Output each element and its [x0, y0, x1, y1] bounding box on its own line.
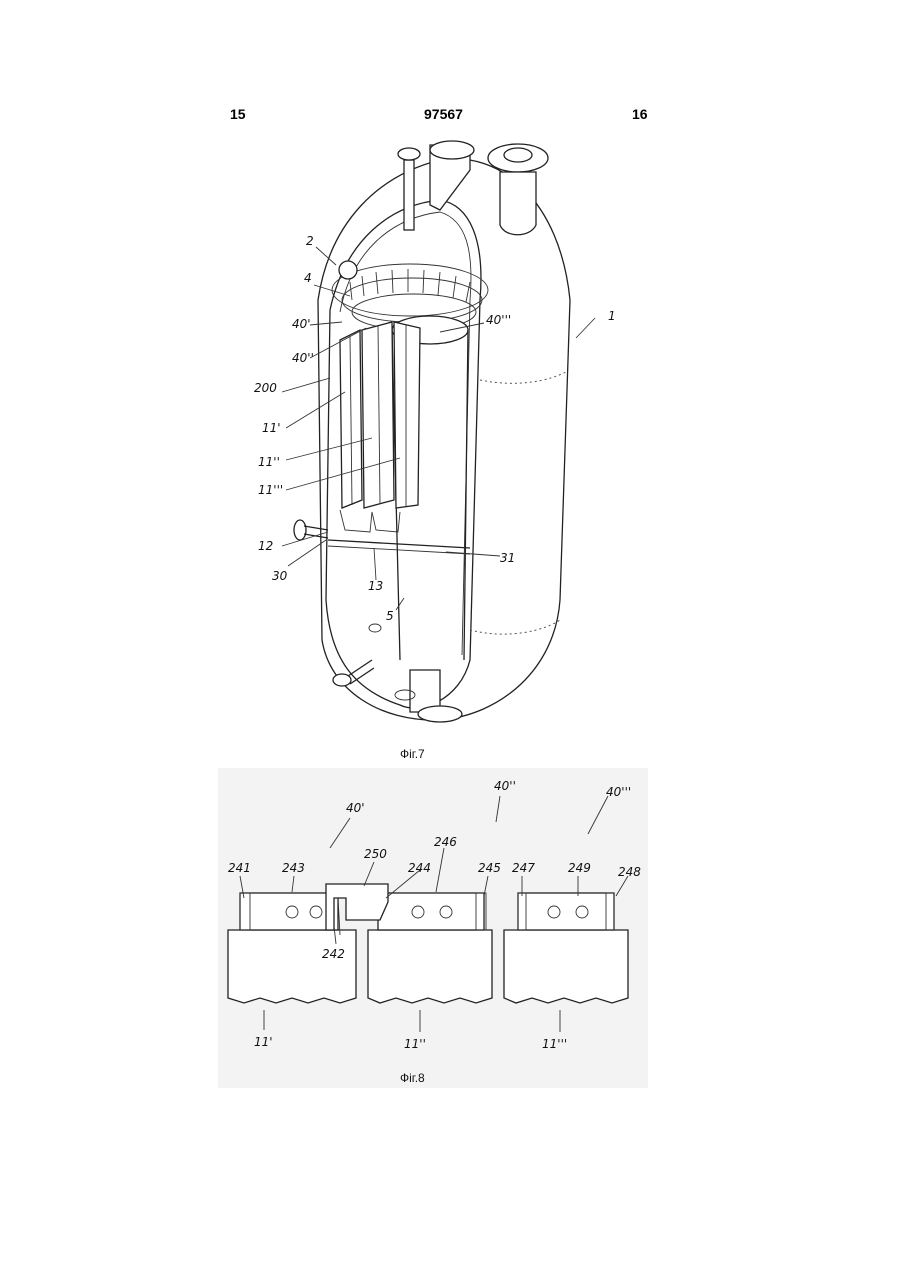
fig7-label-30: 30 [272, 569, 288, 583]
fig8-label-246: 246 [434, 835, 457, 849]
fig8-label-40-prime: 40' [346, 801, 365, 815]
fig8-label-243: 243 [282, 861, 305, 875]
fig7-label-40-double-prime: 40'' [292, 351, 314, 365]
fig8-label-241: 241 [228, 861, 251, 875]
fig7-label-11-prime: 11' [262, 421, 281, 435]
module-block-2 [368, 930, 492, 1003]
plate-246 [378, 893, 484, 930]
figure-7-caption: Фіг.7 [400, 747, 425, 761]
fig7-label-11-triple-prime: 11''' [258, 483, 283, 497]
fig8-label-249: 249 [568, 861, 591, 875]
fig7-label-13: 13 [368, 579, 383, 593]
fig8-label-242: 242 [322, 947, 345, 961]
module-block-1 [228, 930, 356, 1003]
fig8-label-247: 247 [512, 861, 535, 875]
plate-249 [518, 893, 614, 930]
fig8-label-248: 248 [618, 865, 641, 879]
fig7-label-5: 5 [386, 609, 394, 623]
fig7-label-1: 1 [608, 309, 616, 323]
fig8-label-40-triple-prime: 40''' [606, 785, 631, 799]
figure-8-drawing [228, 884, 628, 1003]
fig8-label-11-double-prime: 11'' [404, 1037, 426, 1051]
fig7-label-40-prime: 40' [292, 317, 311, 331]
module-block-3 [504, 930, 628, 1003]
plate-243 [240, 893, 338, 930]
fig7-label-40-triple-prime: 40''' [486, 313, 511, 327]
figure-7-vessel-drawing [294, 141, 570, 722]
fig7-label-2: 2 [306, 234, 314, 248]
fig8-label-11-triple-prime: 11''' [542, 1037, 567, 1051]
fig8-label-245: 245 [478, 861, 501, 875]
fig8-label-244: 244 [408, 861, 431, 875]
fig7-label-12: 12 [258, 539, 273, 553]
fig7-label-4: 4 [304, 271, 312, 285]
fig8-label-250: 250 [364, 847, 387, 861]
figure-8-caption: Фіг.8 [400, 1071, 425, 1085]
fig7-label-200: 200 [254, 381, 277, 395]
fig7-label-11-double-prime: 11'' [258, 455, 280, 469]
fig7-label-31: 31 [500, 551, 515, 565]
fig8-label-11-prime: 11' [254, 1035, 273, 1049]
fig8-label-40-double-prime: 40'' [494, 779, 516, 793]
